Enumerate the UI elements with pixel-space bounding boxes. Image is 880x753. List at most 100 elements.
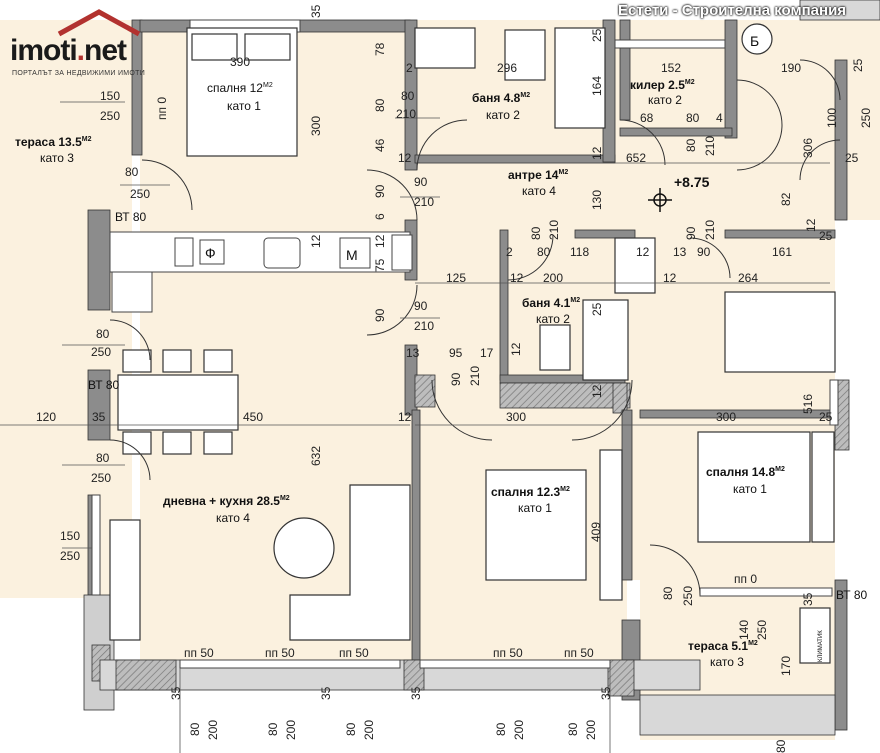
dim-label: 80: [125, 165, 139, 179]
dim-label: 90: [684, 226, 698, 240]
dim-label: 250: [91, 471, 111, 485]
dim-label: 13: [406, 346, 420, 360]
dim-label: 306: [801, 138, 815, 158]
dim-label: 35: [309, 4, 323, 18]
dim-label: 12: [636, 245, 650, 259]
vent-label-1: ВТ 80: [115, 210, 147, 224]
dim-label: 152: [661, 61, 681, 75]
room-bedroom2-name: спалня 12.3М2: [491, 485, 570, 499]
dim-label: 12: [510, 271, 524, 285]
dim-label: 170: [779, 656, 793, 676]
dim-label: 25: [819, 229, 833, 243]
dim-label: 12: [590, 146, 604, 160]
room-bath1: баня 4.8М2 като 2: [472, 91, 530, 122]
dim-label: 4: [716, 111, 723, 125]
dim-label: 210: [547, 220, 561, 240]
dim-label: 300: [716, 410, 736, 424]
dimension-lines: [0, 101, 835, 753]
dim-label: 80: [661, 586, 675, 600]
dim-label: 200: [362, 720, 376, 740]
logo-brand: imoti.net: [10, 34, 127, 68]
dim-label: 90: [373, 308, 387, 322]
room-bedroom3-name: спалня 14.8М2: [706, 465, 785, 479]
dim-label: 210: [414, 195, 434, 209]
room-terrace2: тераса 5.1М2 като 3: [688, 639, 758, 669]
room-living-name: дневна + кухня 28.5М2: [163, 494, 290, 508]
dim-label: 118: [570, 245, 589, 259]
dim-label: 25: [819, 410, 833, 424]
room-terrace1-name: тераса 13.5М2: [15, 135, 92, 149]
furniture: [109, 23, 836, 664]
room-bath2: баня 4.1М2 като 2: [522, 296, 580, 326]
dim-label: 125: [446, 271, 466, 285]
dim-label: 80: [96, 451, 110, 465]
dim-label: 2: [506, 245, 513, 259]
dim-label: 90: [373, 184, 387, 198]
fridge-symbol: Ф: [205, 245, 216, 261]
room-hall: антре 14М2 като 4: [508, 168, 568, 198]
dim-label: 210: [703, 220, 717, 240]
dim-label: 200: [284, 720, 298, 740]
dim-label: 80: [684, 138, 698, 152]
dim-label: 35: [801, 592, 815, 606]
dim-label: пп 50: [339, 646, 369, 660]
vent-label-3: ВТ 80: [836, 588, 868, 602]
room-terrace1: тераса 13.5М2 като 3: [15, 135, 92, 165]
dim-label: 35: [319, 686, 333, 700]
dim-label: 80: [529, 226, 543, 240]
dim-label: 164: [590, 76, 604, 96]
dim-label: 210: [703, 136, 717, 156]
dim-label: 390: [230, 55, 250, 69]
dimension-labels: 35 390 78 2 296 25 164 152 190 25 150 25…: [36, 4, 873, 753]
dim-label: 200: [543, 271, 563, 285]
dim-label: 250: [60, 549, 80, 563]
dim-label: 250: [859, 108, 873, 128]
level-marker-symbol: [648, 188, 672, 212]
dim-label: 100: [825, 108, 839, 128]
dim-label: 25: [851, 58, 865, 72]
dim-label: 90: [697, 245, 711, 259]
dim-label: 652: [626, 151, 646, 165]
dim-label: 35: [92, 410, 106, 424]
room-terrace2-name: тераса 5.1М2: [688, 639, 758, 653]
site-logo: imoti.net ПОРТАЛЪТ ЗА НЕДВИЖИМИ ИМОТИ: [4, 8, 174, 78]
dim-label: 35: [169, 686, 183, 700]
dim-label: 296: [497, 61, 517, 75]
room-storage-floor: като 2: [648, 93, 682, 107]
logo-tagline: ПОРТАЛЪТ ЗА НЕДВИЖИМИ ИМОТИ: [12, 70, 146, 77]
dim-label: пп 50: [184, 646, 214, 660]
room-bedroom3: спалня 14.8М2 като 1: [706, 465, 785, 496]
room-living-floor: като 4: [216, 511, 250, 525]
dim-label: 120: [36, 410, 56, 424]
dim-label: 75: [373, 258, 387, 272]
dim-label: пп 0: [734, 572, 757, 586]
dim-label: 35: [409, 686, 423, 700]
dim-label: 250: [100, 109, 120, 123]
dim-label: 190: [781, 61, 801, 75]
dim-label: 12: [309, 234, 323, 248]
dim-label: 12: [509, 342, 523, 356]
room-bath1-floor: като 2: [486, 108, 520, 122]
dim-label: 80: [494, 722, 508, 736]
dim-label: 250: [91, 345, 111, 359]
dim-label: 90: [414, 175, 428, 189]
boiler-symbol: Б: [750, 33, 759, 49]
dim-label: 80: [686, 111, 700, 125]
dim-label: 250: [130, 187, 150, 201]
dim-label: 95: [449, 346, 463, 360]
dim-label: пп 50: [564, 646, 594, 660]
dim-label: 200: [584, 720, 598, 740]
dim-label: 140: [737, 620, 751, 640]
dim-label: 300: [506, 410, 526, 424]
dim-label: 264: [738, 271, 758, 285]
dim-label: 210: [414, 319, 434, 333]
room-bath1-name: баня 4.8М2: [472, 91, 530, 105]
dim-label: 200: [206, 720, 220, 740]
dim-label: 250: [681, 586, 695, 606]
dim-label: 35: [599, 686, 613, 700]
dim-label: 12: [398, 410, 412, 424]
room-bedroom1-floor: като 1: [227, 99, 261, 113]
dim-label: 161: [772, 245, 792, 259]
room-bedroom1: спалня 12М2 като 1: [207, 81, 273, 113]
dim-label: 78: [373, 42, 387, 56]
